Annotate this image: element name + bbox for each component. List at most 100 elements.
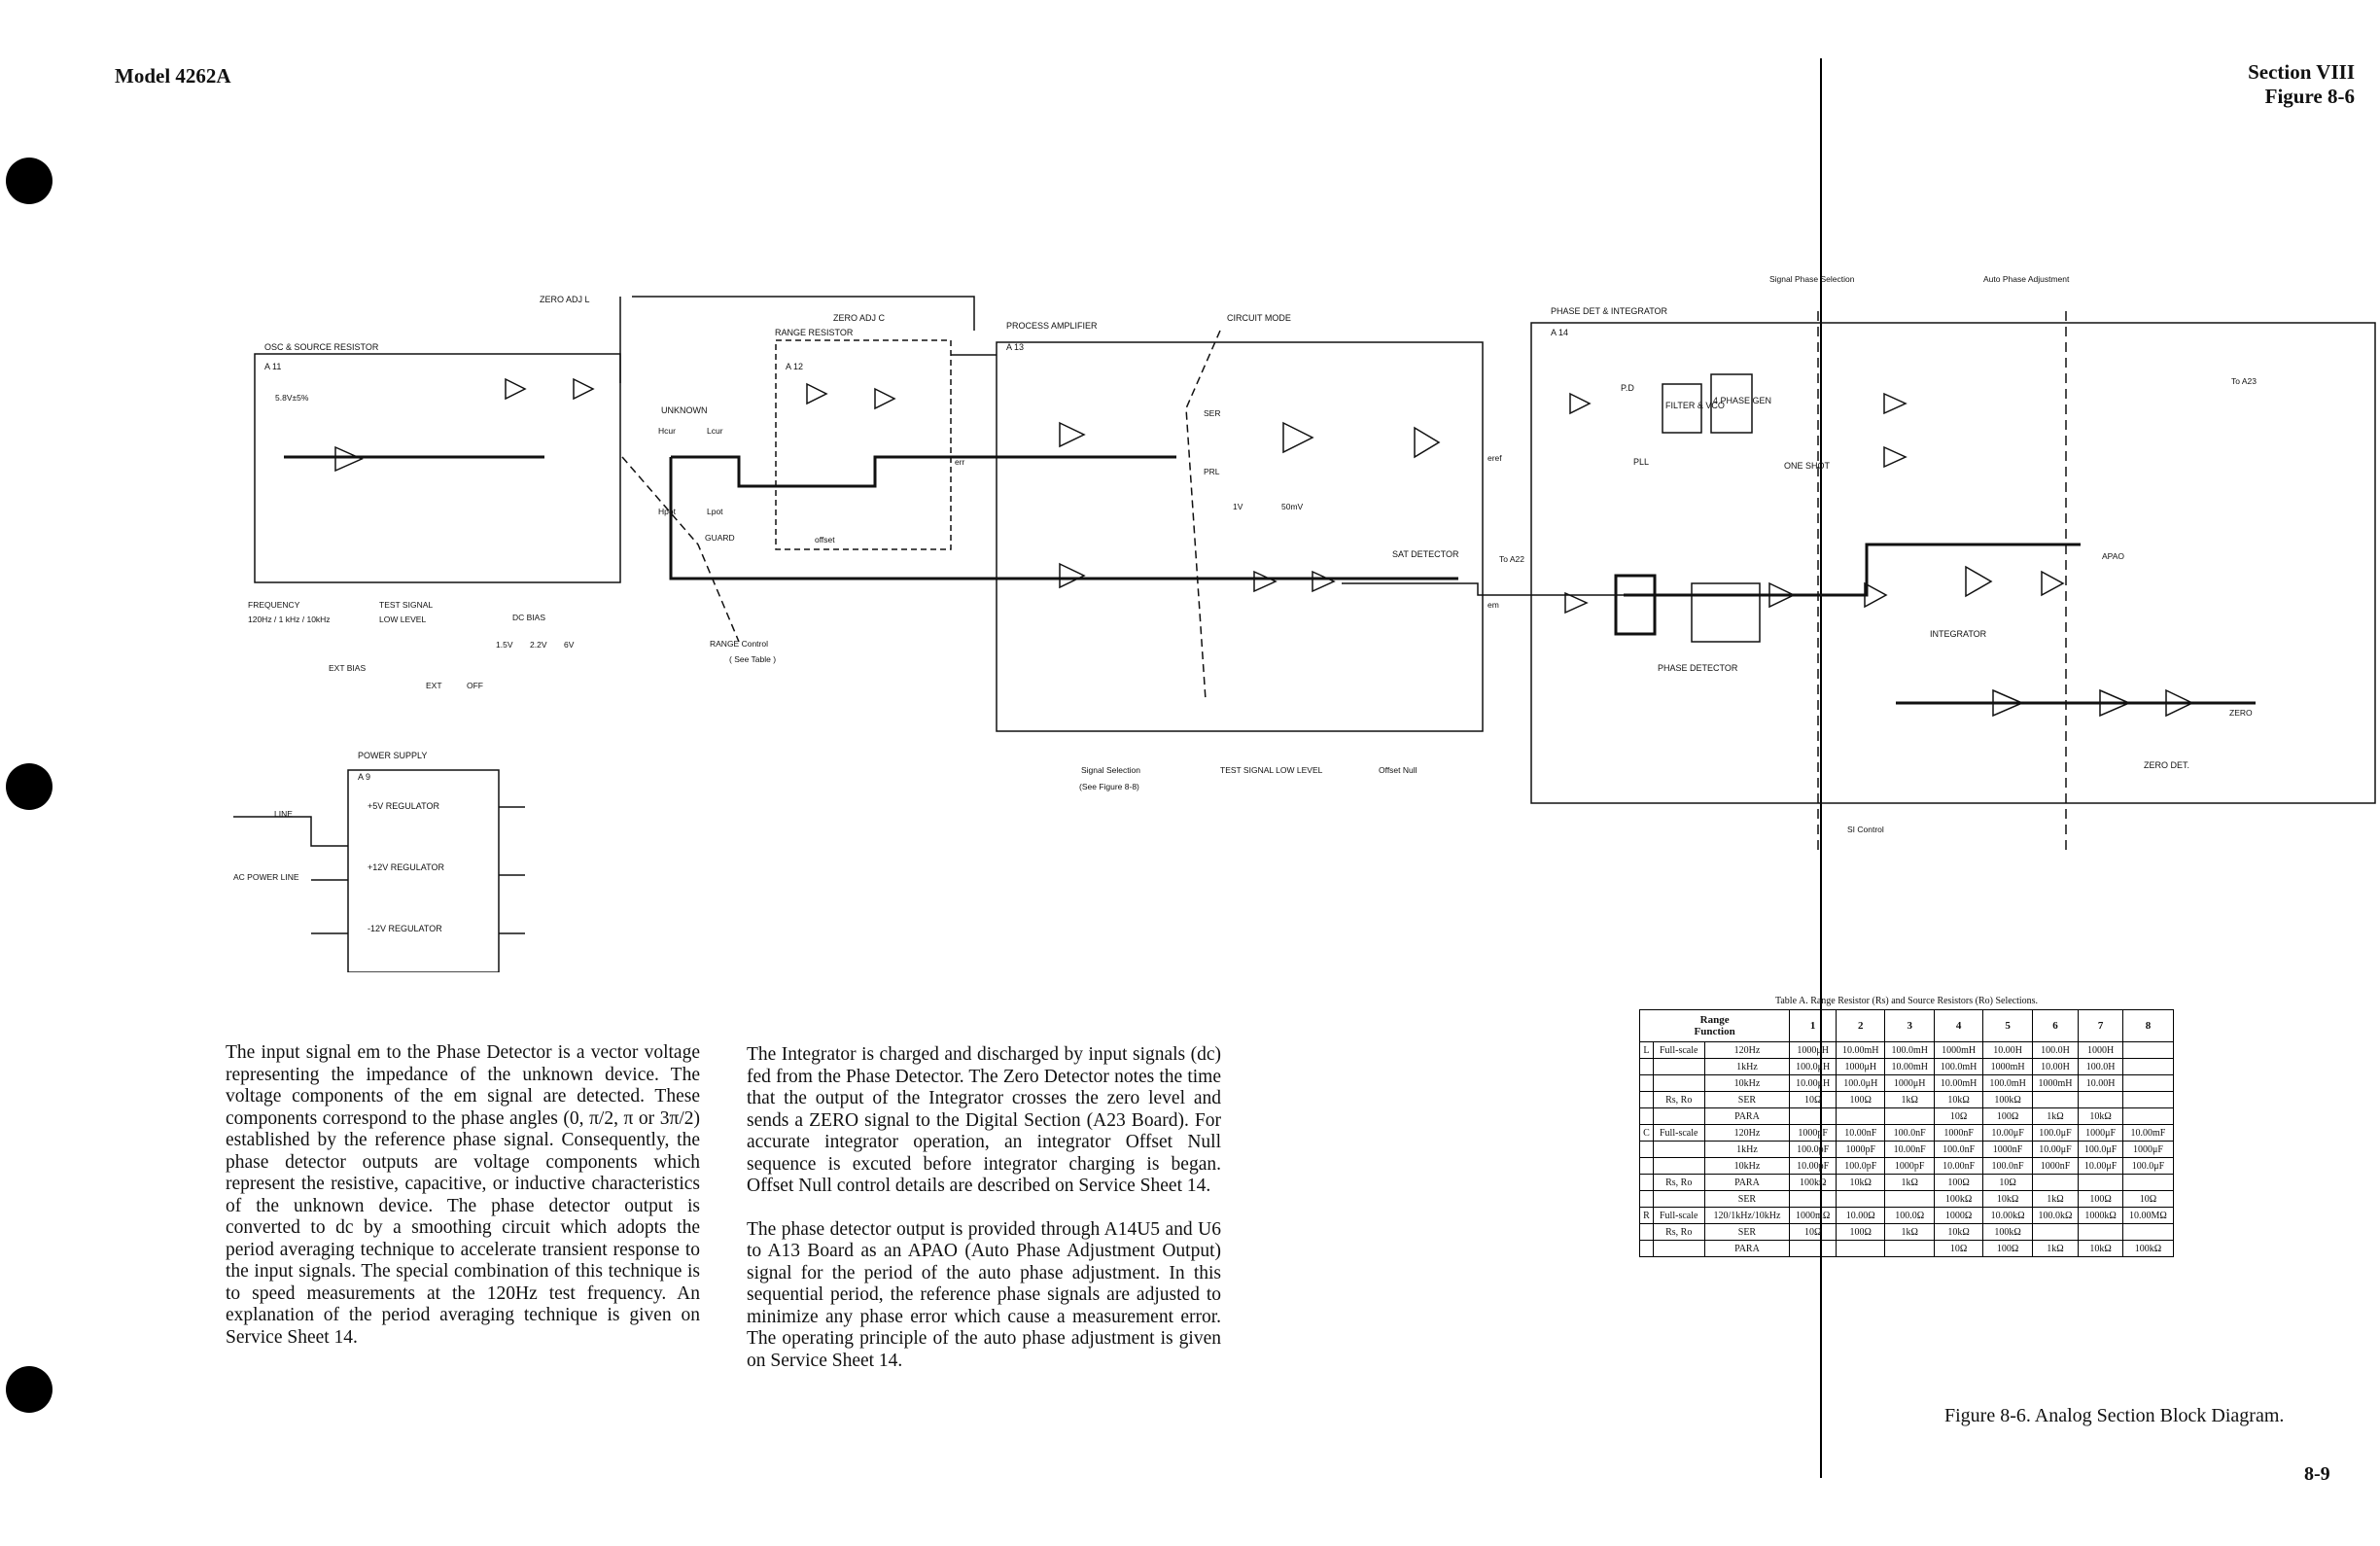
table-cell <box>2121 1058 2175 1075</box>
hpot-terminal: Hpot <box>658 507 677 516</box>
power-supply-title: POWER SUPPLY <box>358 751 427 760</box>
table-cell: 10kΩ <box>1982 1190 2033 1208</box>
table-cell: 1kΩ <box>2031 1190 2080 1208</box>
range-resistor-id: A 12 <box>786 362 803 371</box>
table-cell: 10.00mH <box>1836 1041 1886 1059</box>
zero-adj-c: ZERO ADJ C <box>833 313 886 323</box>
figure-caption: Figure 8-6. Analog Section Block Diagram… <box>1944 1405 2285 1426</box>
process-amp-box <box>996 341 1484 732</box>
table-cell: SER <box>1703 1223 1791 1241</box>
table-cell: 1kΩ <box>2031 1107 2080 1125</box>
reg-5v: +5V REGULATOR <box>368 801 439 811</box>
reg-m12v: -12V REGULATOR <box>368 924 442 933</box>
table-cell <box>1652 1157 1705 1175</box>
table-cell: 100Ω <box>1836 1091 1886 1108</box>
range-header: 5 <box>1982 1009 2033 1042</box>
table-cell: 10kΩ <box>1933 1223 1984 1241</box>
bias-3: 6V <box>564 640 575 650</box>
table-cell: 100.0μF <box>2121 1157 2175 1175</box>
em-label: em <box>1488 600 1499 610</box>
table-cell: 1kHz <box>1703 1058 1791 1075</box>
table-cell <box>1639 1240 1654 1257</box>
bias-2: 2.2V <box>530 640 547 650</box>
table-cell: 1000nF <box>1933 1124 1984 1142</box>
table-cell: 1000μF <box>2078 1124 2123 1142</box>
zero-adj-l: ZERO ADJ L <box>540 295 590 304</box>
table-cell <box>1884 1190 1935 1208</box>
table-cell: 10.00pF <box>1789 1157 1838 1175</box>
table-cell: 1000μH <box>1836 1058 1886 1075</box>
table-cell: 10Ω <box>1789 1091 1838 1108</box>
body-text-column-1: The input signal em to the Phase Detecto… <box>226 1042 700 1370</box>
50mv-switch: 50mV <box>1281 502 1304 511</box>
pll-label: PLL <box>1633 457 1649 467</box>
phase-detector-label: PHASE DETECTOR <box>1658 663 1738 673</box>
paragraph: The phase detector output is provided th… <box>747 1218 1221 1371</box>
ac-power-line: AC POWER LINE <box>233 872 299 882</box>
table-cell: 10.00Ω <box>1836 1207 1886 1224</box>
dc-bias-control: DC BIAS <box>512 613 545 622</box>
table-cell: 100Ω <box>1933 1174 1984 1191</box>
sat-detector: SAT DETECTOR <box>1392 549 1459 559</box>
table-cell: 100.0H <box>2078 1058 2123 1075</box>
table-cell: 10.00mF <box>2121 1124 2175 1142</box>
table-cell <box>2031 1223 2080 1241</box>
filter-vco: FILTER & VCO <box>1665 401 1725 410</box>
table-cell <box>1652 1190 1705 1208</box>
range-header: 6 <box>2031 1009 2080 1042</box>
range-table: Table A. Range Resistor (Rs) and Source … <box>1638 996 2175 1257</box>
table-cell: R <box>1639 1207 1654 1224</box>
table-cell: 120Hz <box>1703 1124 1791 1142</box>
table-cell <box>1652 1058 1705 1075</box>
corner-function: Function <box>1694 1026 1735 1037</box>
table-cell: SER <box>1703 1190 1791 1208</box>
table-cell: 10.00μF <box>1982 1124 2033 1142</box>
table-cell: 100kΩ <box>1933 1190 1984 1208</box>
signal-phase-selection-note: Signal Phase Selection <box>1769 274 1855 284</box>
si-control-note: SI Control <box>1847 825 1884 834</box>
table-cell: PARA <box>1703 1240 1791 1257</box>
osc-block-title: OSC & SOURCE RESISTOR <box>264 342 379 352</box>
body-text-column-2: The Integrator is charged and discharged… <box>747 1044 1221 1393</box>
offset-null-note: Offset Null <box>1379 765 1418 775</box>
table-cell: 1000μH <box>1789 1041 1838 1059</box>
table-cell <box>2121 1041 2175 1059</box>
range-header: 3 <box>1884 1009 1935 1042</box>
signal-selection-note: Signal Selection <box>1081 765 1140 775</box>
table-cell <box>1652 1141 1705 1158</box>
ext-switch: EXT <box>426 681 442 690</box>
process-amp-id: A 13 <box>1006 342 1024 352</box>
see-table-note: ( See Table ) <box>729 654 776 664</box>
auto-phase-adj-note: Auto Phase Adjustment <box>1983 274 2070 284</box>
table-cell: 10Ω <box>1933 1107 1984 1125</box>
table-cell <box>1639 1223 1654 1241</box>
table-cell: 1000pF <box>1789 1124 1838 1142</box>
process-amp-title: PROCESS AMPLIFIER <box>1006 321 1098 331</box>
range-header: 7 <box>2078 1009 2123 1042</box>
table-cell: 1000mH <box>2031 1074 2080 1092</box>
table-cell: 1000Ω <box>1933 1207 1984 1224</box>
table-cell: 10.00mH <box>1933 1074 1984 1092</box>
section-label: Section VIII Figure 8-6 <box>2248 60 2355 109</box>
table-cell: PARA <box>1703 1174 1791 1191</box>
table-cell: 100.0Ω <box>1884 1207 1935 1224</box>
page-fold-line <box>1820 58 1822 1478</box>
see-figure-note: (See Figure 8-8) <box>1079 782 1139 791</box>
table-cell <box>1652 1074 1705 1092</box>
table-cell: 100.0μH <box>1789 1058 1838 1075</box>
to-a22-note: To A22 <box>1499 554 1524 564</box>
table-cell: 1000pF <box>1836 1141 1886 1158</box>
table-cell <box>1789 1190 1838 1208</box>
table-cell: 10kΩ <box>1933 1091 1984 1108</box>
table-cell: 100.0mH <box>1933 1058 1984 1075</box>
table-cell: PARA <box>1703 1107 1791 1125</box>
line-switch: LINE <box>274 809 293 819</box>
